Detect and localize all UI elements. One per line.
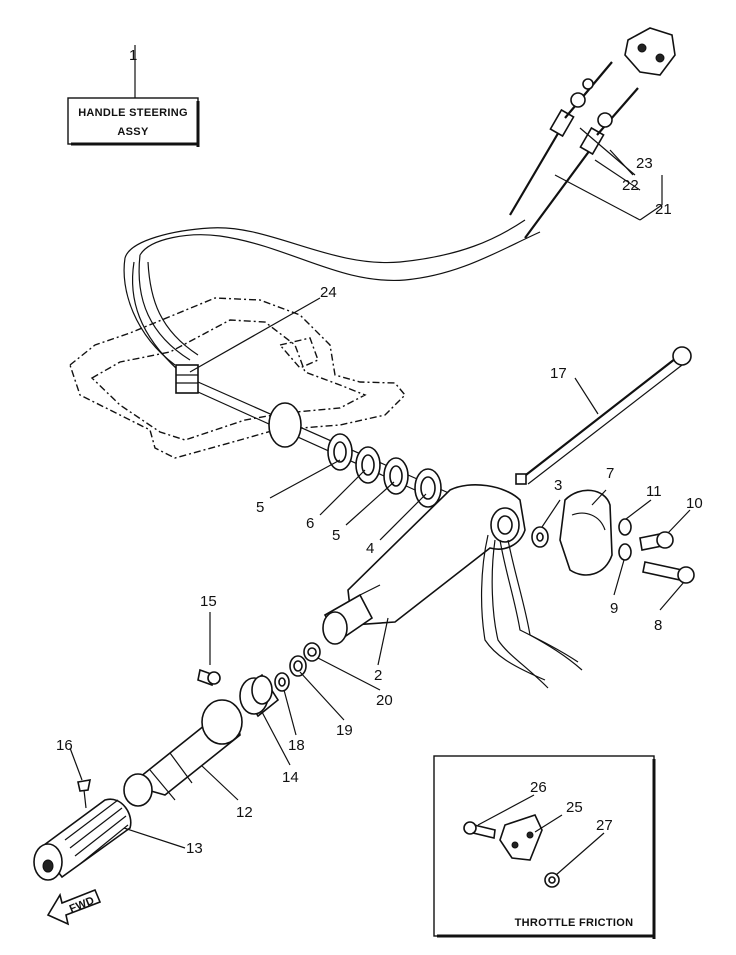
label-part-4: 4	[366, 540, 374, 557]
label-part-25: 25	[566, 799, 583, 816]
label-part-7: 7	[606, 465, 614, 482]
cable-loop	[123, 219, 541, 371]
label-part-3: 3	[554, 477, 562, 494]
part-labels: 1 2 3 4 5 5 6 7 8 9 10 11 12 13 14 15 16…	[56, 47, 703, 857]
label-part-5a: 5	[256, 499, 264, 516]
label-part-1: 1	[129, 47, 137, 64]
leader-lines	[69, 127, 691, 876]
throttle-tube	[123, 699, 243, 807]
pivot-shaft	[197, 381, 461, 509]
label-part-19: 19	[336, 722, 353, 739]
label-part-8: 8	[654, 617, 662, 634]
handle-arm	[322, 484, 526, 645]
label-part-2: 2	[374, 667, 382, 684]
throttle-cables	[509, 27, 676, 239]
cover-assembly	[531, 489, 695, 584]
label-part-27: 27	[596, 817, 613, 834]
inset-throttle-friction: THROTTLE FRICTION	[433, 755, 656, 939]
handle-wires	[480, 534, 583, 689]
label-part-6: 6	[306, 515, 314, 532]
label-part-16: 16	[56, 737, 73, 754]
label-part-26: 26	[530, 779, 547, 796]
small-parts	[274, 642, 321, 692]
label-part-24: 24	[320, 284, 337, 301]
collar-and-screw	[197, 668, 280, 718]
label-part-10: 10	[686, 495, 703, 512]
cable-clamp	[175, 364, 199, 394]
label-part-22: 22	[622, 177, 639, 194]
fwd-arrow: FWD	[46, 888, 102, 926]
grip	[33, 779, 132, 881]
rod	[515, 346, 692, 485]
title-box-line1: HANDLE STEERING	[78, 107, 188, 119]
title-box: HANDLE STEERING ASSY	[67, 45, 200, 147]
inset-title: THROTTLE FRICTION	[515, 917, 634, 929]
label-part-17: 17	[550, 365, 567, 382]
fwd-arrow-label: FWD	[68, 895, 97, 916]
label-part-5b: 5	[332, 527, 340, 544]
label-part-14: 14	[282, 769, 299, 786]
label-part-12: 12	[236, 804, 253, 821]
label-part-20: 20	[376, 692, 393, 709]
title-box-line2: ASSY	[117, 126, 149, 138]
label-part-23: 23	[636, 155, 653, 172]
label-part-15: 15	[200, 593, 217, 610]
label-part-21: 21	[655, 201, 672, 218]
label-part-13: 13	[186, 840, 203, 857]
label-part-11: 11	[646, 483, 662, 500]
label-part-18: 18	[288, 737, 305, 754]
label-part-9: 9	[610, 600, 618, 617]
frame-outline	[69, 297, 406, 459]
